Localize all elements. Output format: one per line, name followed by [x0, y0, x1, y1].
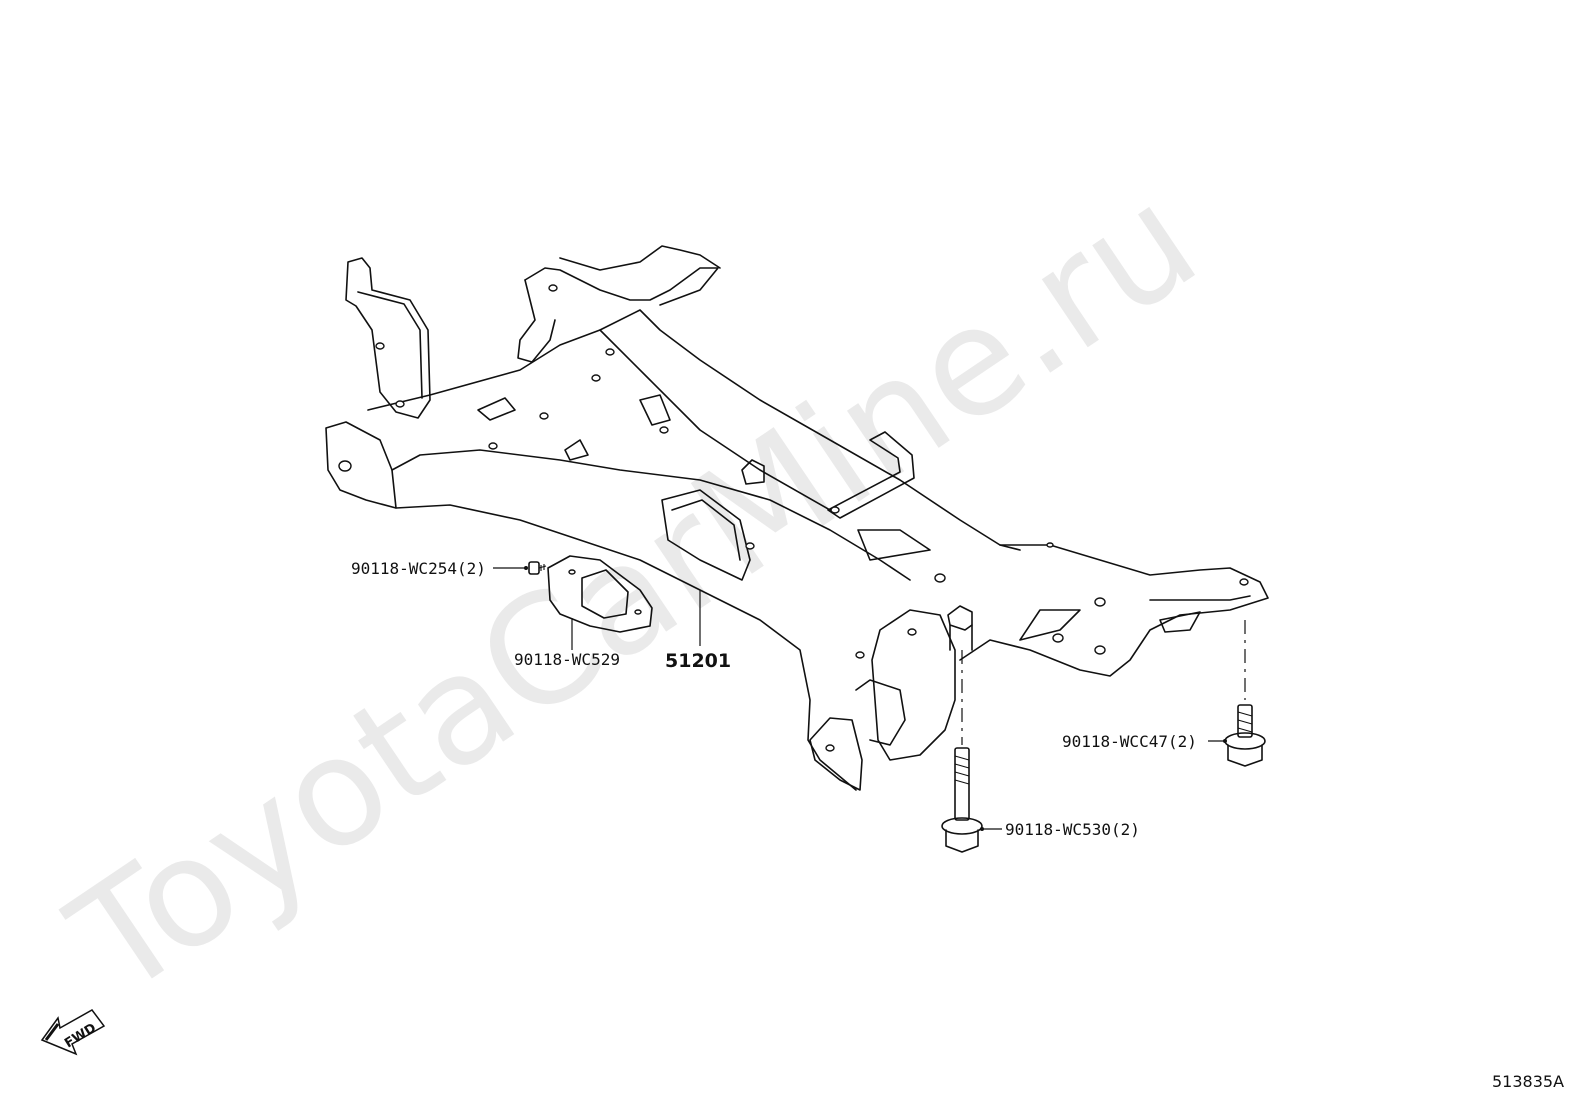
callout-wc529: 90118-WC529: [514, 650, 620, 669]
bolt-wc254-drawing: [528, 561, 547, 575]
leader-lines: [493, 566, 1227, 831]
figure-id: 513835A: [1492, 1072, 1564, 1091]
callout-wcc47: 90118-WCC47(2): [1062, 732, 1197, 751]
bolt-wc530-drawing: [941, 650, 983, 853]
main-part-number: 51201: [665, 650, 731, 672]
callout-wc254: 90118-WC254(2): [351, 559, 486, 578]
fwd-arrow-icon: FWD: [40, 1009, 106, 1056]
watermark-text: ToyotaCarMine.ru: [42, 153, 1226, 1031]
subframe-drawing: [325, 245, 1269, 791]
callout-wc530: 90118-WC530(2): [1005, 820, 1140, 839]
bolt-wcc47-drawing: [1224, 620, 1266, 767]
cover-plate-drawing: [547, 555, 653, 633]
